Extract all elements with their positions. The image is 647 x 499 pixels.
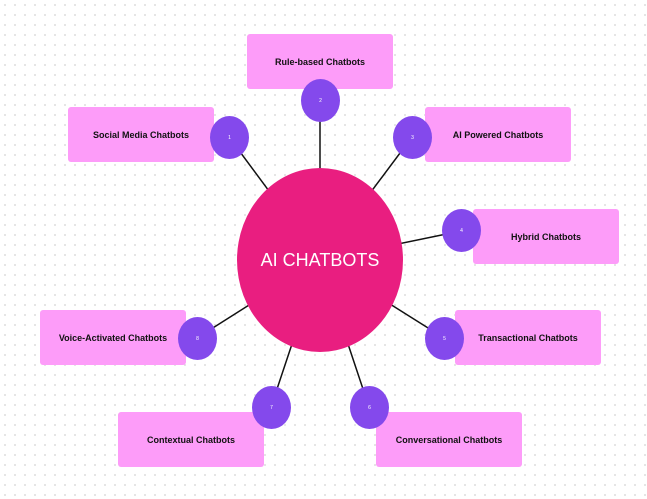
- badge-7: 7: [252, 386, 291, 429]
- node-label: Voice-Activated Chatbots: [58, 332, 168, 343]
- badge-6: 6: [350, 386, 389, 429]
- node-label: Transactional Chatbots: [478, 332, 578, 343]
- node-label: Social Media Chatbots: [92, 129, 190, 140]
- central-topic-label: AI CHATBOTS: [260, 249, 380, 270]
- node-label: Conversational Chatbots: [395, 434, 503, 445]
- badge-8: 8: [178, 317, 217, 360]
- node-label: Hybrid Chatbots: [510, 231, 581, 242]
- badge-4: 4: [442, 209, 481, 252]
- badge-3: 3: [393, 116, 432, 159]
- node-voice-activated[interactable]: Voice-Activated Chatbots: [40, 310, 186, 365]
- central-topic[interactable]: AI CHATBOTS: [237, 168, 403, 352]
- node-ai-powered[interactable]: AI Powered Chatbots: [425, 107, 571, 162]
- badge-5: 5: [425, 317, 464, 360]
- node-social-media[interactable]: Social Media Chatbots: [68, 107, 214, 162]
- node-transactional[interactable]: Transactional Chatbots: [455, 310, 601, 365]
- node-hybrid[interactable]: Hybrid Chatbots: [473, 209, 619, 264]
- badge-2: 2: [301, 79, 340, 122]
- node-conversational[interactable]: Conversational Chatbots: [376, 412, 522, 467]
- node-label: AI Powered Chatbots: [452, 129, 544, 140]
- node-contextual[interactable]: Contextual Chatbots: [118, 412, 264, 467]
- node-label: Rule-based Chatbots: [274, 56, 365, 67]
- node-label: Contextual Chatbots: [146, 434, 235, 445]
- badge-1: 1: [210, 116, 249, 159]
